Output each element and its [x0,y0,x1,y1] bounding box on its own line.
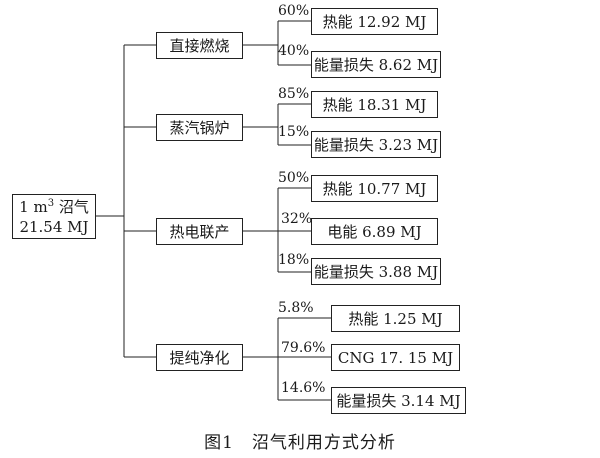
percent-label: 5.8% [278,300,314,316]
figure-caption: 图1 沼气利用方式分析 [0,428,600,453]
percent-label: 18% [278,252,310,268]
root-box-biogas: 1 m3 沼气 21.54 MJ [12,194,96,239]
output-box-heat: 热能 18.31 MJ [311,91,438,118]
percent-label: 79.6% [281,340,326,356]
output-box-heat: 热能 12.92 MJ [311,8,438,35]
method-box-direct-combustion: 直接燃烧 [156,32,243,59]
method-box-purification: 提纯净化 [156,344,243,371]
root-energy-line: 21.54 MJ [19,217,89,236]
percent-label: 60% [278,3,310,19]
percent-label: 15% [278,124,310,140]
percent-label: 40% [278,43,310,59]
percent-label: 32% [281,211,313,227]
output-box-cng: CNG 17. 15 MJ [331,344,460,371]
percent-label: 14.6% [281,380,326,396]
percent-label: 50% [278,170,310,186]
output-box-heat: 热能 10.77 MJ [311,175,438,202]
figure-title: 沼气利用方式分析 [251,433,396,453]
output-box-energy-loss: 能量损失 3.23 MJ [311,131,441,158]
method-box-steam-boiler: 蒸汽锅炉 [156,114,243,141]
figure-number: 图1 [204,433,234,453]
output-box-energy-loss: 能量损失 8.62 MJ [311,51,441,78]
method-box-cogeneration: 热电联产 [156,218,243,245]
output-box-heat: 热能 1.25 MJ [331,305,460,332]
root-volume-line: 1 m3 沼气 [19,197,89,216]
percent-label: 85% [278,86,310,102]
output-box-energy-loss: 能量损失 3.14 MJ [331,387,466,414]
output-box-energy-loss: 能量损失 3.88 MJ [311,258,441,285]
output-box-electricity: 电能 6.89 MJ [311,218,438,245]
